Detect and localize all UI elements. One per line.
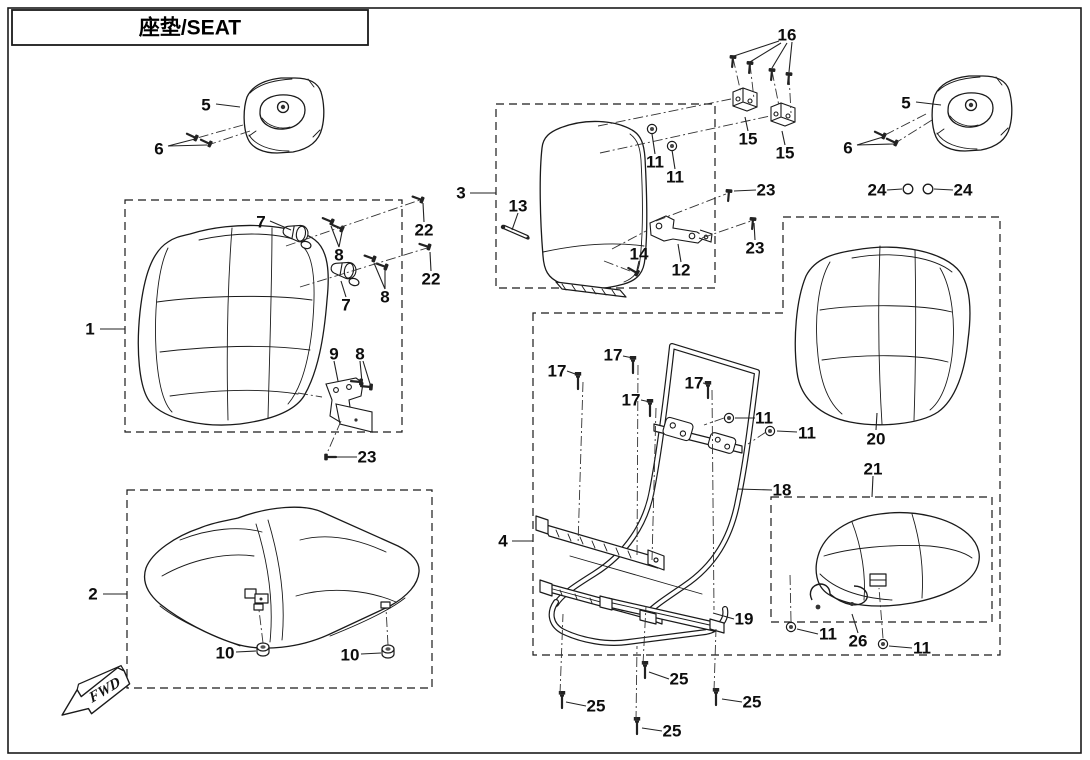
- part-label-21: 21: [864, 460, 883, 479]
- part-label-25: 25: [663, 722, 682, 741]
- part-label-8: 8: [380, 288, 389, 307]
- page-title: 座垫/SEAT: [139, 16, 241, 40]
- seat-frame-4: [535, 343, 760, 646]
- box-seat-back-1: [124, 199, 403, 433]
- part-label-22: 22: [415, 221, 434, 240]
- washer-24-icon: [922, 183, 934, 195]
- part-label-23: 23: [746, 239, 765, 258]
- part-label-11: 11: [646, 153, 664, 172]
- screw-6-icon: [884, 134, 901, 148]
- part-label-17: 17: [685, 374, 704, 393]
- nut-11-icon: [764, 425, 776, 437]
- part-label-5: 5: [201, 96, 210, 115]
- part-label-23: 23: [757, 181, 776, 200]
- nut-11-icon: [877, 638, 889, 650]
- part-label-22: 22: [422, 270, 441, 289]
- part-label-19: 19: [735, 610, 754, 629]
- hinge-bracket-9: [325, 377, 373, 433]
- washer-24-icon: [902, 183, 914, 195]
- part-label-18: 18: [773, 481, 792, 500]
- part-label-1: 1: [85, 320, 94, 339]
- screw-8-icon: [362, 251, 378, 264]
- screw-16-icon: [727, 53, 738, 69]
- part-label-17: 17: [548, 362, 567, 381]
- seat-back-cushion-1: [137, 224, 329, 426]
- part-label-15: 15: [739, 130, 758, 149]
- clip-7-upper: [281, 221, 312, 250]
- part-label-10: 10: [216, 644, 235, 663]
- nut-10-icon: [256, 642, 270, 657]
- headrest-right: [931, 75, 1013, 152]
- bench-cushion-2: [143, 506, 420, 649]
- part-label-11: 11: [798, 424, 816, 443]
- part-label-11: 11: [913, 639, 931, 658]
- part-label-6: 6: [843, 139, 852, 158]
- part-label-26: 26: [849, 632, 868, 651]
- seat-cushion-21: [815, 511, 980, 607]
- part-label-7: 7: [256, 213, 265, 232]
- screw-16-icon: [766, 66, 777, 82]
- screw-16-icon: [744, 59, 755, 75]
- part-label-14: 14: [630, 245, 649, 264]
- nut-11-icon: [785, 621, 797, 633]
- latch-lever-26: [809, 583, 868, 610]
- box-bench-cushion-2: [126, 489, 433, 689]
- part-label-25: 25: [587, 697, 606, 716]
- title-box-frame: [11, 9, 369, 46]
- part-label-11: 11: [819, 625, 837, 644]
- seat-back-cushion-20: [794, 245, 971, 426]
- nut-11-icon: [723, 412, 735, 424]
- box-seat-cushion-21: [770, 496, 993, 623]
- part-label-20: 20: [867, 430, 886, 449]
- box-frame-and-back-20: [532, 216, 1001, 656]
- slide-rails-19: [539, 579, 725, 634]
- part-label-25: 25: [743, 693, 762, 712]
- part-label-6: 6: [154, 140, 163, 159]
- part-label-24: 24: [868, 181, 887, 200]
- part-label-15: 15: [776, 144, 795, 163]
- headrest-left: [243, 77, 325, 154]
- hinge-rod-13: [500, 224, 530, 240]
- part-label-7: 7: [341, 296, 350, 315]
- part-label-10: 10: [341, 646, 360, 665]
- part-label-17: 17: [622, 391, 641, 410]
- part-label-5: 5: [901, 94, 910, 113]
- nut-11-icon: [666, 140, 678, 152]
- part-label-23: 23: [358, 448, 377, 467]
- screw-23-icon: [747, 215, 758, 231]
- clip-7-lower: [329, 258, 360, 287]
- part-label-8: 8: [334, 246, 343, 265]
- screw-6-icon: [198, 135, 215, 149]
- leader-lines: [100, 40, 954, 732]
- hinge-bracket-15-right: [770, 102, 796, 127]
- nut-10-icon: [381, 644, 395, 659]
- nut-11-icon: [646, 123, 658, 135]
- screw-16-icon: [783, 70, 794, 86]
- part-label-11: 11: [666, 168, 684, 187]
- screw-22-icon: [417, 239, 433, 252]
- part-label-2: 2: [88, 585, 97, 604]
- part-label-8: 8: [355, 345, 364, 364]
- part-label-9: 9: [329, 345, 338, 364]
- part-label-17: 17: [604, 346, 623, 365]
- part-label-4: 4: [498, 532, 508, 551]
- assembly-lines: [196, 57, 933, 722]
- screw-23-icon: [723, 187, 734, 203]
- part-label-16: 16: [778, 26, 797, 45]
- part-label-11: 11: [755, 409, 773, 428]
- fwd-arrow: FWD: [61, 664, 131, 716]
- part-label-12: 12: [672, 261, 691, 280]
- bolt-17-icon: [628, 354, 638, 375]
- part-label-13: 13: [509, 197, 528, 216]
- part-label-24: 24: [954, 181, 973, 200]
- page-border: [7, 7, 1082, 754]
- bolt-25-icon: [632, 715, 642, 736]
- part-label-25: 25: [670, 670, 689, 689]
- title-box: 座垫/SEAT: [11, 9, 369, 46]
- part-label-3: 3: [456, 184, 465, 203]
